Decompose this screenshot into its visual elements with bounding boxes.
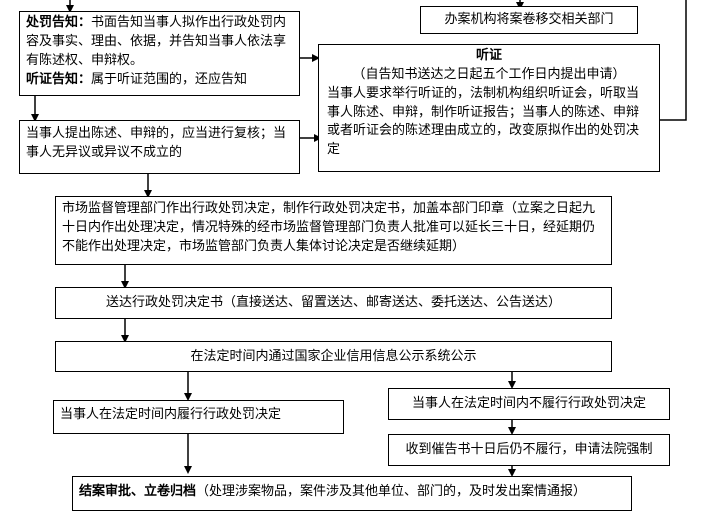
not-comply-box: 当事人在法定时间内不履行行政处罚决定 [388, 388, 670, 420]
transfer-text: 办案机构将案卷移交相关部门 [444, 12, 614, 27]
hearing-notice-label: 听证告知 [26, 71, 79, 87]
court-box: 收到催告书十日后仍不履行，申请法院强制 [388, 434, 670, 466]
hearing-notice-colon: ： [78, 71, 92, 87]
delivery-text: 送达行政处罚决定书（直接送达、留置送达、邮寄送达、委托送达、公告送达） [105, 295, 561, 310]
close-bold-text: 结案审批、立卷归档 [79, 484, 197, 499]
notice-box: 处罚告知：书面告知当事人拟作出行政处罚内容及事实、理由、依据，并告知当事人依法享… [19, 11, 300, 96]
comply-box: 当事人在法定时间内履行行政处罚决定 [53, 400, 344, 434]
hearing-notice-text: 属于听证范围的，还应告知 [91, 71, 248, 87]
publicity-text: 在法定时间内通过国家企业信用信息公示系统公示 [190, 349, 477, 364]
hearing-box: 听证 （自告知书送达之日起五个工作日内提出申请） 当事人要求举行听证的，法制机构… [318, 44, 660, 172]
comply-text: 当事人在法定时间内履行行政处罚决定 [60, 407, 282, 422]
delivery-box: 送达行政处罚决定书（直接送达、留置送达、邮寄送达、委托送达、公告送达） [55, 287, 612, 319]
close-box: 结案审批、立卷归档（处理涉案物品，案件涉及其他单位、部门的，及时发出案情通报） [72, 476, 632, 511]
court-text: 收到催告书十日后仍不履行，申请法院强制 [405, 442, 653, 457]
not-comply-text: 当事人在法定时间内不履行行政处罚决定 [411, 396, 646, 411]
decision-box: 市场监督管理部门作出行政处罚决定，制作行政处罚决定书，加盖本部门印章（立案之日起… [55, 196, 612, 265]
publicity-box: 在法定时间内通过国家企业信用信息公示系统公示 [55, 341, 612, 372]
close-rest-text: （处理涉案物品，案件涉及其他单位、部门的，及时发出案情通报） [196, 484, 587, 499]
penalty-notice-label: 处罚告知 [26, 15, 79, 30]
transfer-box: 办案机构将案卷移交相关部门 [420, 6, 638, 34]
penalty-notice-text: 书面告知当事人拟作出行政处罚内容及事实、理由、依据，并告知当事人依法享有陈述权、… [26, 15, 287, 68]
review-box: 当事人提出陈述、申辩的，应当进行复核；当事人无异议或异议不成立的 [19, 120, 300, 174]
hearing-deadline: （自告知书送达之日起五个工作日内提出申请） [352, 66, 626, 82]
hearing-title: 听证 [475, 48, 502, 63]
decision-text: 市场监督管理部门作出行政处罚决定，制作行政处罚决定书，加盖本部门印章（立案之日起… [62, 201, 596, 254]
penalty-notice-colon: ： [78, 15, 92, 30]
hearing-body: 当事人要求举行听证的，法制机构组织听证会，听取当事人陈述、申辩，制作听证报告；当… [327, 85, 640, 158]
review-text: 当事人提出陈述、申辩的，应当进行复核；当事人无异议或异议不成立的 [26, 126, 287, 160]
